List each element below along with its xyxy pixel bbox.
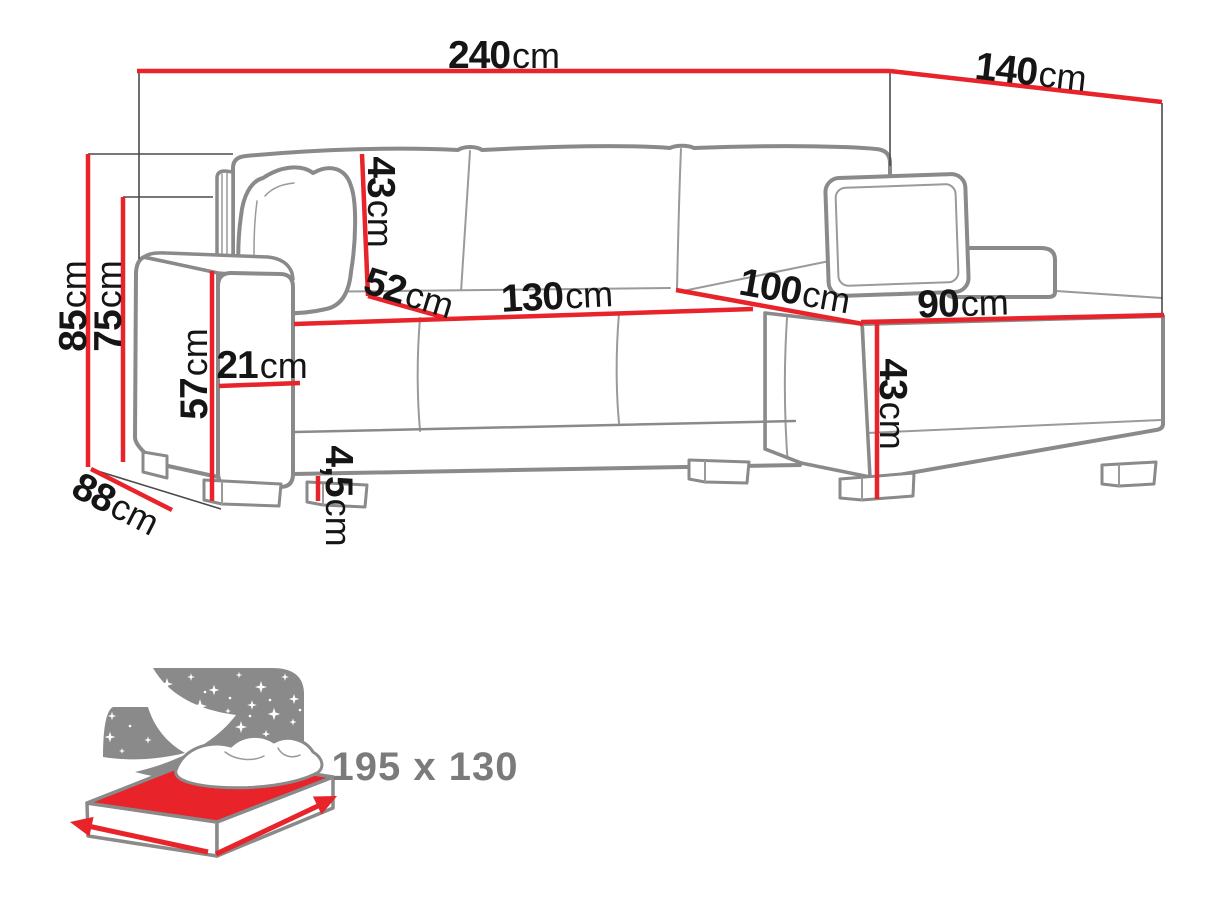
dimension-label-back-height: 75cm: [87, 260, 130, 351]
size-arrows: [70, 796, 337, 857]
dimension-label-total-width: 240cm: [448, 34, 560, 77]
dimension-line-21cm: [218, 380, 301, 389]
duvet: [174, 734, 324, 790]
sofa-chaise-side-face: [763, 311, 872, 479]
dimension-label-seat-height: 43cm: [872, 358, 915, 449]
stars: [0, 671, 302, 754]
dimension-line-88cm: [89, 466, 174, 513]
dimension-labels: 240cm 140cm 85cm 75cm 88cm 57cm 21cm 43c…: [52, 34, 1089, 547]
dimension-label-overall-height: 85cm: [52, 260, 95, 351]
dimension-label-corner-width: 100cm: [736, 260, 854, 322]
dimension-label-backrest-height: 43cm: [360, 156, 403, 247]
dimension-label-seat-width: 130cm: [500, 272, 614, 321]
dimension-line-100cm: [675, 287, 864, 327]
sofa-right-pillow: [823, 172, 971, 298]
sofa-backrest: [231, 143, 892, 300]
dimension-label-armrest-height: 57cm: [173, 328, 216, 419]
starry-night-panel: [103, 707, 185, 760]
dimension-line-43cm-back: [359, 153, 371, 297]
dimension-label-armrest-width: 21cm: [216, 344, 307, 387]
dimension-label-leg-height: 4,5cm: [318, 445, 361, 546]
sofa-drawing: [133, 143, 1165, 509]
dimension-line-140cm: [889, 68, 1163, 105]
dimension-label-chaise-width: 90cm: [917, 280, 1010, 326]
dimension-lines: [85, 68, 1165, 513]
sofa-back-side-panel: [215, 169, 235, 272]
sleeping-function-bed-icon: [0, 668, 337, 858]
dimension-line-52cm: [367, 293, 447, 321]
dimension-line-130cm: [293, 306, 754, 327]
sleeping-area-size-label: 195 x 130: [332, 745, 519, 789]
dimension-label-total-depth: 140cm: [973, 44, 1089, 99]
sofa-legs: [141, 450, 1158, 509]
reference-lines: [88, 71, 1163, 510]
dimension-line-90cm: [860, 312, 1165, 325]
